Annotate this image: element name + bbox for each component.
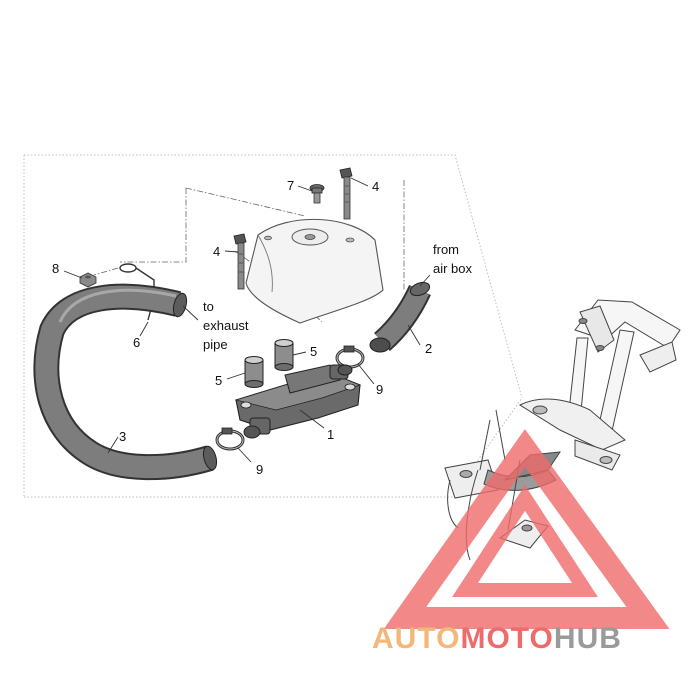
watermark-triangle-outer xyxy=(383,429,670,629)
callout-4-left: 4 xyxy=(213,244,220,259)
note-pipe: pipe xyxy=(203,337,228,352)
callout-6: 6 xyxy=(133,335,140,350)
svg-text:AUTOMOTOHUB: AUTOMOTOHUB xyxy=(372,622,622,655)
note-to-exhaust-pipe: to exhaust pipe xyxy=(203,299,249,352)
note-exhaust: exhaust xyxy=(203,318,249,333)
watermark-logo xyxy=(383,429,670,629)
callout-3: 3 xyxy=(119,429,126,444)
note-to: to xyxy=(203,299,214,314)
bolt-4-right xyxy=(339,167,353,220)
nut-8 xyxy=(79,272,97,288)
leader-lines xyxy=(63,177,431,463)
hose-clamp-9-right xyxy=(335,345,365,369)
note-air-box: air box xyxy=(433,261,473,276)
note-from-air-box: from air box xyxy=(433,242,473,276)
spacer-5-right xyxy=(274,339,294,371)
hose-2 xyxy=(369,281,431,353)
note-from: from xyxy=(433,242,459,257)
callout-8: 8 xyxy=(52,261,59,276)
callout-5-right: 5 xyxy=(310,344,317,359)
hose-clamp-9-left xyxy=(215,427,245,451)
callout-1: 1 xyxy=(327,427,334,442)
watermark-triangle-inner xyxy=(452,485,598,597)
callout-5-left: 5 xyxy=(215,373,222,388)
diagram-frame xyxy=(23,154,523,498)
valve-body-1 xyxy=(234,364,362,439)
watermark-part-moto: MOTO xyxy=(460,622,553,655)
callout-7: 7 xyxy=(287,178,294,193)
callout-9-left: 9 xyxy=(256,462,263,477)
hose-3 xyxy=(33,283,218,481)
callout-4-right: 4 xyxy=(372,179,379,194)
bolt-4-left xyxy=(233,233,247,290)
callout-9-right: 9 xyxy=(376,382,383,397)
watermark-part-auto: AUTO xyxy=(372,622,460,655)
screw-7 xyxy=(309,184,325,204)
callout-2: 2 xyxy=(425,341,432,356)
watermark-wordmark: AUTOMOTOHUB xyxy=(372,622,622,655)
heat-shield-cover xyxy=(245,218,384,324)
spacer-5-left xyxy=(244,356,264,388)
callout-labels: 7 4 4 8 6 5 5 1 2 9 9 3 xyxy=(52,178,432,477)
watermark-part-hub: HUB xyxy=(554,622,622,655)
